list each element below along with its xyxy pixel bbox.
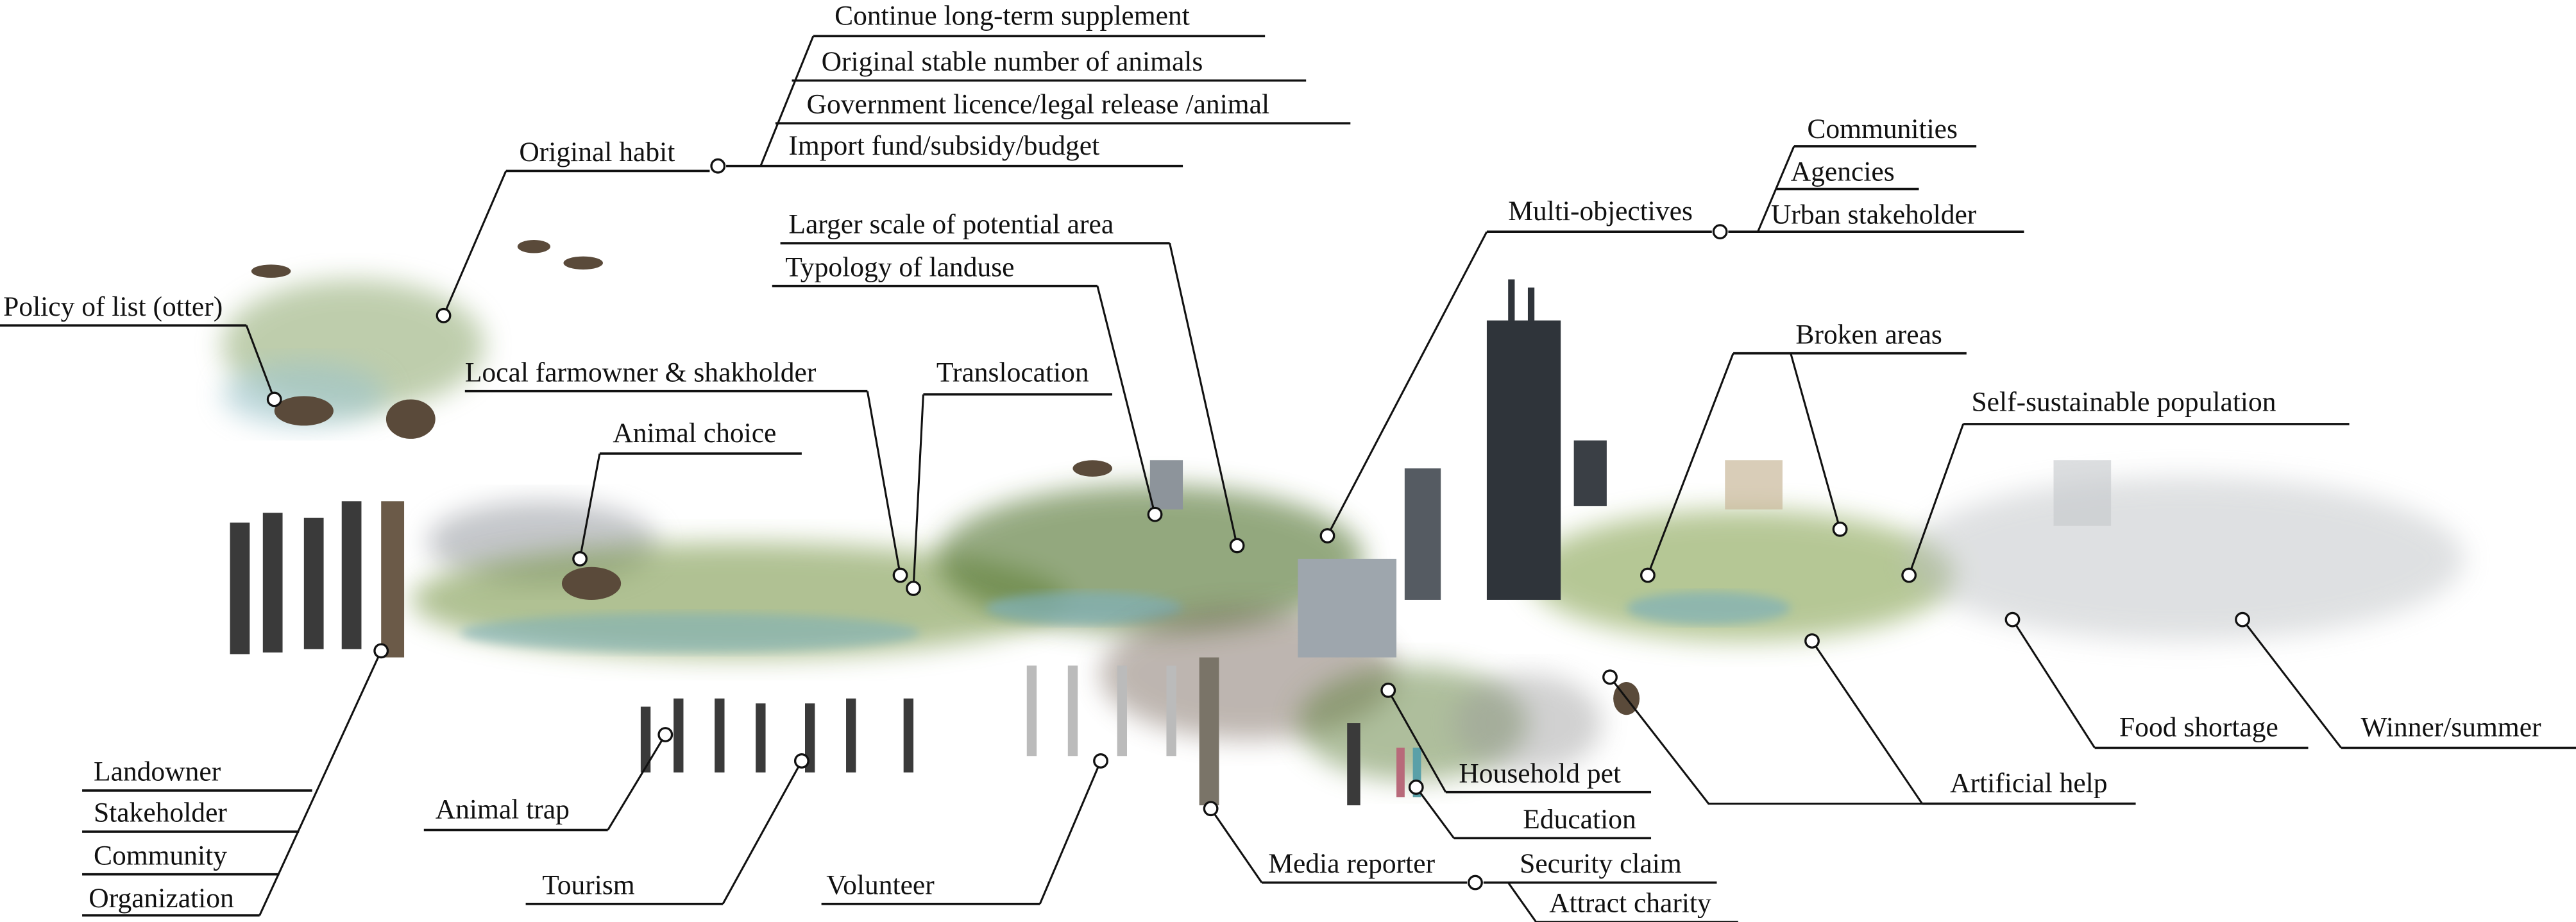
anchor-point (2004, 611, 2021, 627)
label-communities: Communities (1807, 114, 1958, 144)
label-education: Education (1523, 804, 1636, 835)
anchor-point (710, 158, 726, 174)
label-underlines (0, 35, 2576, 922)
label-volunteer: Volunteer (826, 869, 935, 900)
anchor-point (572, 551, 588, 567)
label-organization: Organization (89, 883, 234, 914)
label-attract-charity: Attract charity (1549, 888, 1711, 919)
label-community: Community (94, 840, 227, 871)
label-animal-trap: Animal trap (436, 794, 570, 825)
label-household-pet: Household pet (1459, 758, 1621, 789)
label-self-sustainable: Self-sustainable population (1971, 386, 2276, 417)
anchor-point (657, 727, 674, 742)
landscape-collage (221, 239, 2464, 806)
label-import-fund: Import fund/subsidy/budget (788, 130, 1099, 161)
anchor-point (1804, 633, 1820, 649)
label-typology-landuse: Typology of landuse (785, 252, 1014, 282)
label-translocation: Translocation (936, 357, 1089, 388)
label-local-farmowner: Local farmowner & shakholder (465, 357, 817, 388)
label-food-shortage: Food shortage (2119, 712, 2278, 743)
anchor-point (1408, 780, 1424, 795)
anchor-point (793, 753, 809, 769)
label-animal-choice: Animal choice (613, 418, 776, 448)
labels: Continue long-term supplement Original s… (3, 0, 2541, 918)
anchor-point (1901, 567, 1917, 583)
label-multi-objectives: Multi-objectives (1508, 196, 1693, 226)
label-urban-stakeholder: Urban stakeholder (1771, 199, 1977, 230)
anchor-point (373, 643, 389, 659)
anchor-point (1832, 521, 1848, 537)
anchor-point (436, 307, 452, 323)
label-original-habit: Original habit (519, 137, 675, 167)
label-agencies: Agencies (1791, 157, 1895, 187)
anchor-point (1147, 506, 1163, 522)
people-figures (230, 501, 1421, 806)
label-continue-supplement: Continue long-term supplement (835, 0, 1190, 31)
label-security-claim: Security claim (1520, 848, 1682, 879)
label-artificial-help: Artificial help (1950, 768, 2107, 799)
label-tourism: Tourism (542, 869, 635, 900)
label-broken-areas: Broken areas (1795, 319, 1942, 350)
anchor-point (1229, 538, 1245, 554)
anchor-point (1602, 669, 1618, 685)
anchor-point (266, 391, 282, 407)
anchor-point (1712, 224, 1728, 240)
anchor-point (1093, 753, 1108, 769)
anchor-points (266, 158, 2250, 891)
anchor-point (1380, 682, 1396, 698)
anchor-point (1640, 567, 1656, 583)
anchor-point (892, 567, 908, 583)
anchor-point (906, 581, 921, 596)
label-government-licence: Government licence/legal release /animal (807, 89, 1270, 120)
anchor-point (1319, 528, 1335, 543)
anchor-point (1203, 801, 1219, 817)
label-policy-of-list: Policy of list (otter) (3, 291, 223, 322)
anchor-point (1468, 875, 1483, 891)
leader-lines (245, 35, 2342, 922)
label-original-stable-number: Original stable number of animals (822, 46, 1203, 77)
label-landowner: Landowner (94, 756, 221, 787)
label-media-reporter: Media reporter (1268, 848, 1435, 879)
anchor-point (2235, 611, 2250, 627)
label-larger-scale: Larger scale of potential area (788, 209, 1114, 240)
label-stakeholder: Stakeholder (94, 798, 227, 828)
label-winner-summer: Winner/summer (2360, 712, 2541, 743)
